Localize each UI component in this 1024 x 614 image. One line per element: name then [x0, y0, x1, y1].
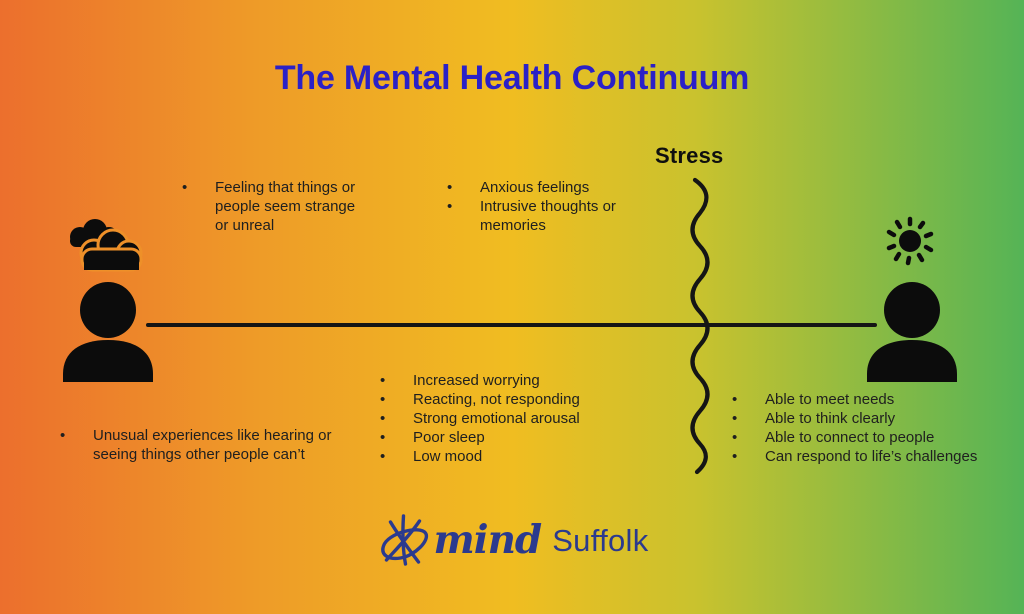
list-item: • Strong emotional arousal: [380, 410, 580, 427]
list-item: • Anxious feelings: [447, 179, 590, 196]
bullet-icon: •: [732, 410, 738, 427]
list-item: • Unusual experiences like hearing or se…: [60, 427, 332, 463]
list-item: • Intrusive thoughts or memories: [447, 198, 616, 234]
wavy-stress-line-icon: [690, 177, 710, 475]
bullet-icon: •: [447, 179, 453, 196]
page-title: The Mental Health Continuum: [274, 59, 750, 97]
bullet-icon: •: [380, 410, 386, 427]
stress-label: Stress: [655, 143, 724, 168]
list-item: • Able to meet needs: [732, 391, 895, 408]
storm-clouds-icon: [70, 219, 143, 272]
bullet-icon: •: [732, 429, 738, 446]
bullet-icon: •: [380, 448, 386, 465]
list-item: • Can respond to life’s challenges: [732, 448, 978, 465]
list-item: • Low mood: [380, 448, 483, 465]
bullet-icon: •: [380, 372, 386, 389]
bullet-icon: •: [447, 198, 453, 215]
list-item: • Able to connect to people: [732, 429, 935, 446]
bullet-icon: •: [182, 179, 188, 196]
bullet-icon: •: [60, 427, 66, 444]
list-item: • Increased worrying: [380, 372, 540, 389]
well-person-icon: [867, 282, 957, 382]
bullet-icon: •: [732, 448, 738, 465]
list-bottom-right: • Able to meet needs • Able to think cle…: [732, 390, 1023, 466]
list-top-middle: • Anxious feelings • Intrusive thoughts …: [447, 178, 652, 235]
list-bottom-middle: • Increased worrying • Reacting, not res…: [380, 371, 651, 466]
sun-icon: [886, 216, 934, 266]
unwell-person-icon: [63, 282, 153, 382]
logo-region-label: Suffolk: [552, 522, 649, 558]
list-top-left: • Feeling that things or people seem str…: [182, 178, 367, 235]
list-item: • Feeling that things or people seem str…: [182, 179, 356, 234]
mind-scribble-star-icon: [381, 514, 429, 566]
list-bottom-left: • Unusual experiences like hearing or se…: [60, 426, 355, 464]
mind-wordmark: mind: [433, 516, 542, 563]
bullet-icon: •: [380, 429, 386, 446]
list-item: • Reacting, not responding: [380, 391, 580, 408]
bullet-icon: •: [380, 391, 386, 408]
mind-suffolk-logo: mind Suffolk: [375, 511, 648, 569]
list-item: • Able to think clearly: [732, 410, 896, 427]
bullet-icon: •: [732, 391, 738, 408]
list-item: • Poor sleep: [380, 429, 485, 446]
continuum-line: [146, 323, 877, 327]
